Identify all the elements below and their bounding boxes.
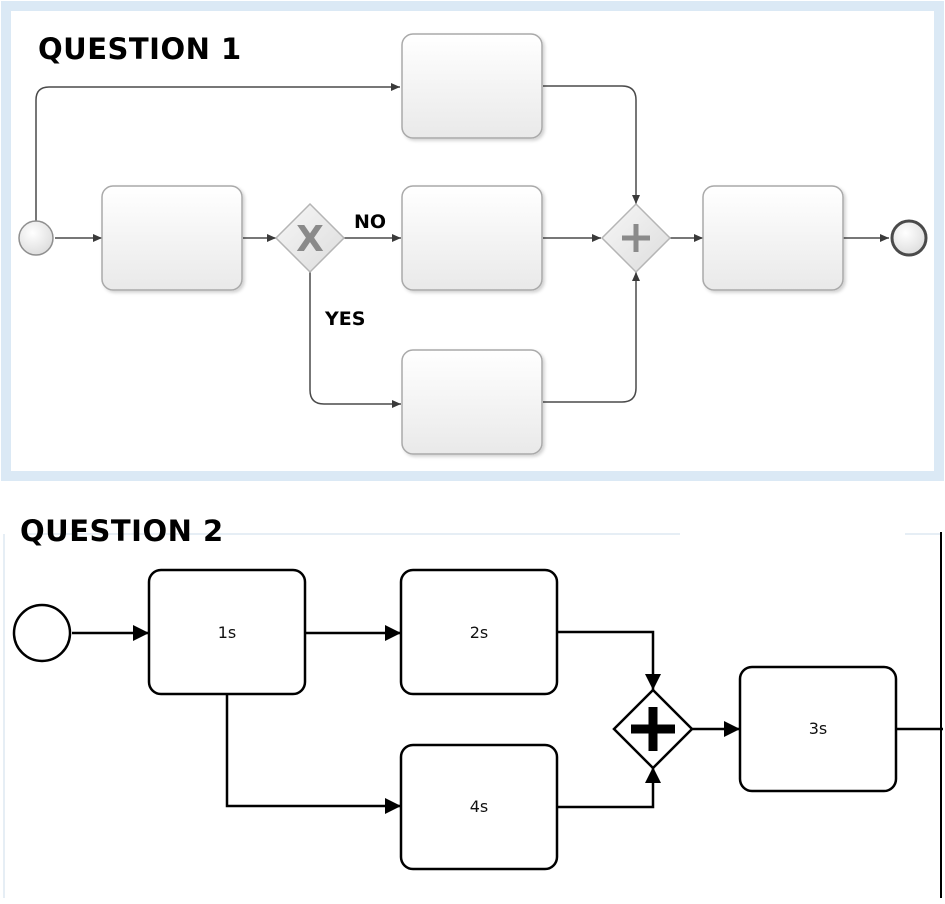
q1-start-event: [18, 220, 54, 256]
q1-end-event: [890, 219, 928, 257]
question-2-panel: QUESTION 2 1s 2s 4s 3s: [0, 498, 945, 900]
q2-task-4s: 4s: [399, 743, 559, 871]
q2-start-event: [12, 603, 72, 663]
q2-sequence-flows: [72, 625, 943, 814]
q1-task-last: [702, 185, 844, 291]
q2-task-1s: 1s: [147, 568, 307, 696]
flow-bottom-task-to-and: [543, 272, 640, 403]
question-1-title: QUESTION 1: [38, 32, 242, 66]
task-1s-label: 1s: [218, 623, 237, 642]
task-2s-label: 2s: [470, 623, 489, 642]
q1-exclusive-gateway: X: [274, 202, 346, 274]
parallel-gateway-plus-icon: [631, 707, 675, 751]
q1-sequence-flows: [35, 83, 889, 408]
q1-parallel-gateway: [600, 202, 672, 274]
q2-task-3s: 3s: [738, 665, 898, 793]
flow-start-to-top-task: [35, 83, 400, 221]
flow-xor-yes: [309, 272, 401, 408]
q1-task-middle: [401, 185, 543, 291]
exclusive-gateway-symbol: X: [296, 219, 324, 260]
question-1-diagram: QUESTION 1 X NO YES: [1, 1, 944, 481]
flow-2s-to-and: [558, 630, 661, 690]
flow-1s-to-4s: [225, 695, 401, 814]
q1-task-top: [401, 33, 543, 139]
task-4s-label: 4s: [470, 797, 489, 816]
question-1-panel: QUESTION 1 X NO YES: [1, 1, 944, 481]
flow-4s-to-and: [558, 767, 661, 809]
label-no: NO: [354, 211, 386, 233]
q2-task-2s: 2s: [399, 568, 559, 696]
label-yes: YES: [324, 308, 365, 330]
flow-top-task-to-and: [543, 85, 640, 204]
question-2-diagram: QUESTION 2 1s 2s 4s 3s: [3, 514, 943, 898]
q1-task-bottom: [401, 349, 543, 455]
q2-parallel-gateway: [612, 688, 694, 770]
parallel-gateway-plus-icon: [622, 224, 650, 252]
question-2-frame: [3, 533, 940, 898]
q1-task-first: [101, 185, 243, 291]
question-2-title: QUESTION 2: [20, 514, 224, 548]
task-3s-label: 3s: [809, 719, 828, 738]
